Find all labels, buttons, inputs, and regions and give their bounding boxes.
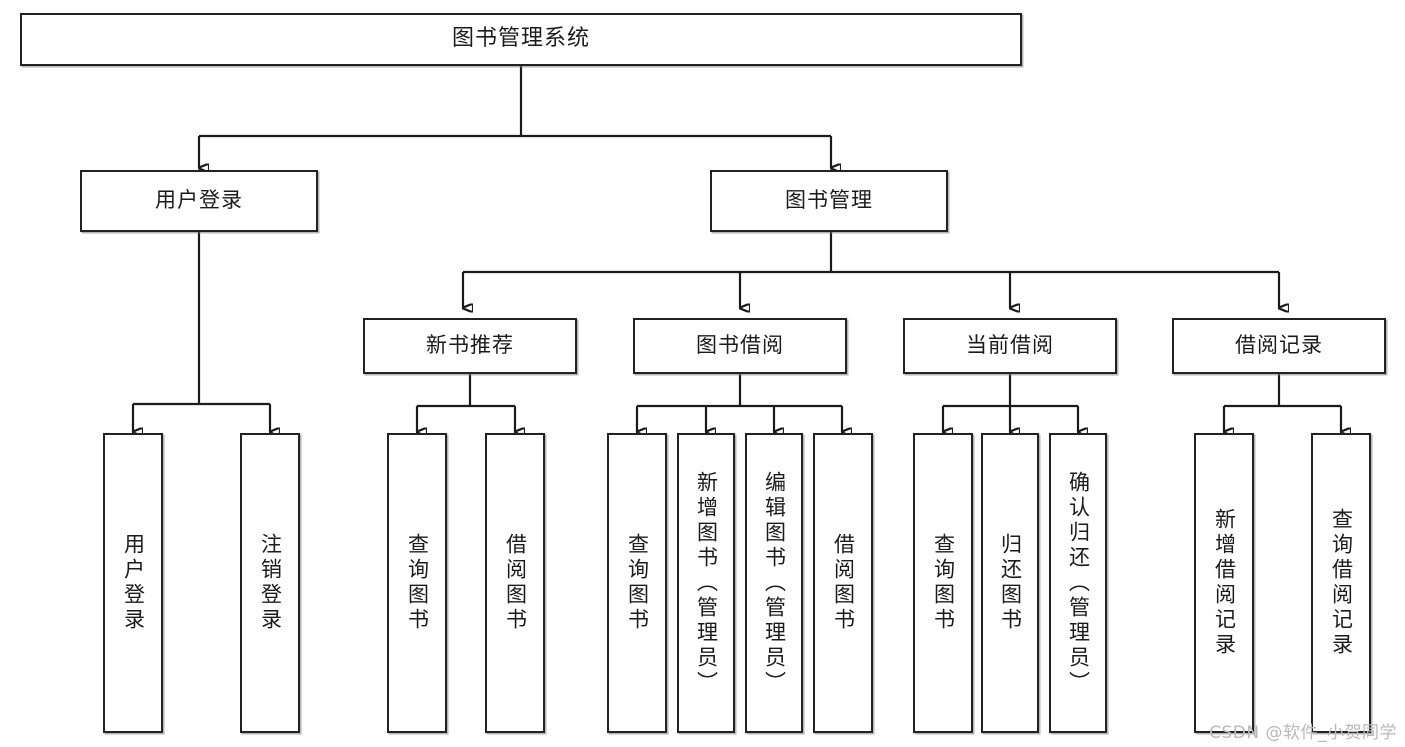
node-book-management[interactable]: 图书管理: [710, 170, 948, 232]
node-label: 借阅图书: [831, 533, 856, 633]
node-label: 查询图书: [405, 533, 430, 633]
node-label: 查询借阅记录: [1329, 508, 1354, 658]
node-label: 查询图书: [931, 533, 956, 633]
node-current-borrow[interactable]: 当前借阅: [903, 318, 1117, 374]
node-label: 借阅记录: [1235, 333, 1323, 358]
leaf-new-book-query[interactable]: 查询图书: [387, 433, 447, 733]
node-label: 图书管理: [785, 188, 873, 213]
node-label: 借阅图书: [503, 533, 528, 633]
leaf-record-add[interactable]: 新增借阅记录: [1194, 433, 1254, 733]
node-label: 新增图书（管理员）: [694, 470, 719, 696]
leaf-borrow-add-book[interactable]: 新增图书（管理员）: [677, 433, 735, 733]
node-label: 用户登录: [121, 533, 146, 633]
node-label: 确认归还（管理员）: [1066, 470, 1091, 696]
node-label: 用户登录: [155, 188, 243, 213]
leaf-current-query-book[interactable]: 查询图书: [913, 433, 973, 733]
node-root-book-management-system[interactable]: 图书管理系统: [20, 13, 1022, 66]
node-label: 注销登录: [258, 533, 283, 633]
csdn-watermark: CSDN @软件_小贺同学: [1209, 723, 1397, 743]
node-book-borrow[interactable]: 图书借阅: [633, 318, 847, 374]
node-new-book-recommend[interactable]: 新书推荐: [363, 318, 577, 374]
node-label: 归还图书: [998, 533, 1023, 633]
leaf-user-login-logout[interactable]: 注销登录: [240, 433, 300, 733]
leaf-current-confirm-return[interactable]: 确认归还（管理员）: [1049, 433, 1107, 733]
node-label: 当前借阅: [966, 333, 1054, 358]
leaf-borrow-edit-book[interactable]: 编辑图书（管理员）: [745, 433, 803, 733]
node-label: 图书管理系统: [451, 26, 590, 52]
leaf-record-query[interactable]: 查询借阅记录: [1311, 433, 1371, 733]
leaf-user-login-login[interactable]: 用户登录: [103, 433, 163, 733]
leaf-current-return-book[interactable]: 归还图书: [981, 433, 1039, 733]
node-label: 查询图书: [625, 533, 650, 633]
node-label: 图书借阅: [696, 333, 784, 358]
leaf-borrow-query-book[interactable]: 查询图书: [607, 433, 667, 733]
node-label: 新增借阅记录: [1212, 508, 1237, 658]
node-label: 新书推荐: [426, 333, 514, 358]
node-label: 编辑图书（管理员）: [762, 470, 787, 696]
leaf-borrow-borrow-book[interactable]: 借阅图书: [813, 433, 873, 733]
node-user-login[interactable]: 用户登录: [80, 170, 318, 232]
leaf-new-book-borrow[interactable]: 借阅图书: [485, 433, 545, 733]
node-borrow-record[interactable]: 借阅记录: [1172, 318, 1386, 374]
